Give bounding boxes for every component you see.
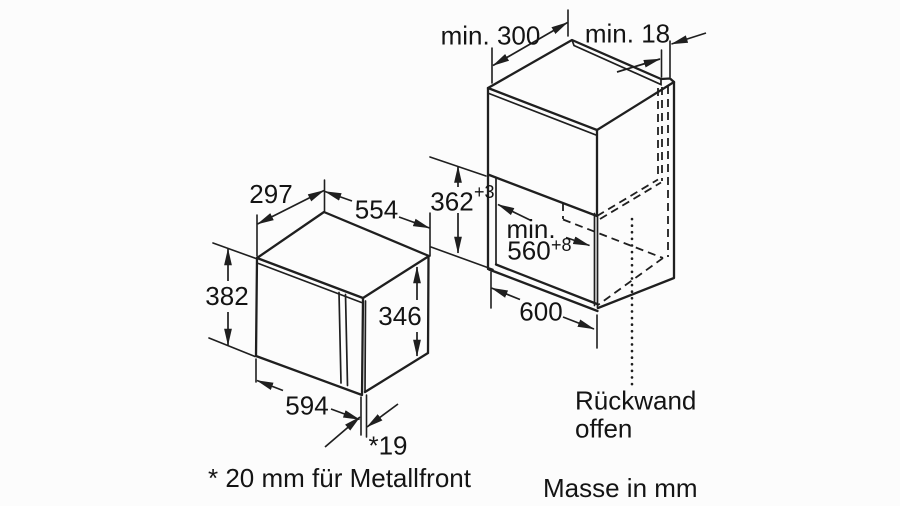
dim-line-front-offset-a xyxy=(324,416,361,448)
dim-line-width-top-a xyxy=(324,190,353,202)
microwave-door-face xyxy=(254,256,365,397)
dim-niche-width-label: 560 xyxy=(507,236,550,266)
cabinet-top-face xyxy=(486,38,676,132)
cabinet-hidden-edges xyxy=(562,86,669,306)
dim-line-width-bottom-b xyxy=(330,408,361,421)
cabinet-niche-floor-edge xyxy=(487,263,599,313)
dim-line-depth xyxy=(256,189,325,225)
cabinet-top-front-inner-edge xyxy=(488,92,597,136)
cabinet-top-groove xyxy=(571,39,662,86)
dim-height-label: 382 xyxy=(205,281,248,311)
dim-line-cabinet-width-b xyxy=(562,316,595,330)
units-note: Masse in mm xyxy=(543,473,698,503)
open-back-note-line1: Rückwand xyxy=(575,386,696,416)
dim-line-front-offset-b xyxy=(366,403,399,428)
dim-line-top-depth xyxy=(492,21,569,67)
dim-niche-width-prefix: min. xyxy=(506,214,555,244)
microwave-handle-strip xyxy=(338,291,349,387)
dim-width-bottom-label: 594 xyxy=(285,391,328,421)
dim-line-niche-width-a xyxy=(497,203,532,222)
dim-top-depth-label: min. 300 xyxy=(441,21,541,51)
microwave-door-top-edge xyxy=(257,262,363,304)
dim-front-offset-label: *19 xyxy=(368,431,407,461)
dim-line-cabinet-width-a xyxy=(490,287,521,301)
dim-niche-width-sup: +8 xyxy=(551,235,572,255)
open-back-note-line2: offen xyxy=(575,414,632,444)
dim-line-width-top-b xyxy=(398,216,431,229)
dim-door-height-label: 346 xyxy=(378,301,421,331)
microwave-top-face xyxy=(255,210,431,300)
cabinet-upper-front-panel xyxy=(486,86,599,271)
microwave-body-front-edge xyxy=(364,300,367,393)
microwave-side-face xyxy=(363,254,430,394)
dim-line-side-thickness-a xyxy=(616,58,661,73)
dim-niche-height-label: 362 xyxy=(430,187,473,217)
dim-side-thickness-label: min. 18 xyxy=(585,19,670,49)
cabinet-right-panel-outline xyxy=(596,80,676,310)
dim-depth-label: 297 xyxy=(249,179,292,209)
cabinet-drawing: min. 300 min. 18 362 +3 min. 560 +8 600 … xyxy=(429,9,707,444)
dim-cabinet-width-label: 600 xyxy=(519,297,562,327)
microwave-drawing: 297 554 382 346 594 *19 xyxy=(205,179,431,461)
dim-niche-height-sup: +3 xyxy=(474,182,495,202)
cabinet-niche-right-front-edge xyxy=(593,212,599,309)
dim-line-side-thickness-b xyxy=(670,32,707,45)
metal-front-footnote: * 20 mm für Metallfront xyxy=(208,463,472,493)
dim-line-niche-width-b xyxy=(565,236,591,247)
dim-width-top-label: 554 xyxy=(355,195,398,225)
dim-line-width-bottom-a xyxy=(256,379,284,392)
